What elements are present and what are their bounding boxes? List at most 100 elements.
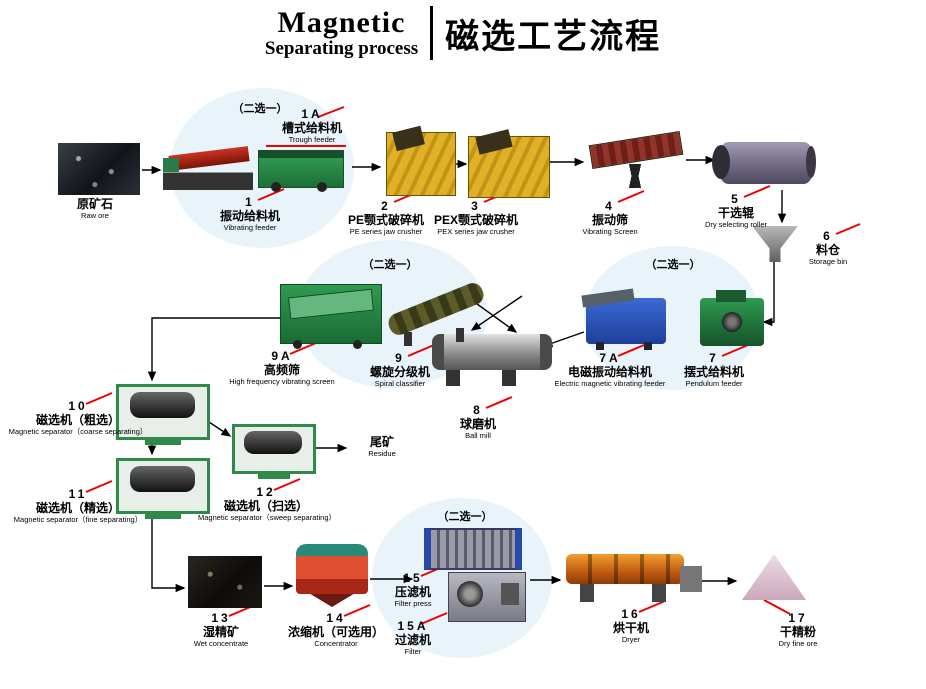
label-zh: 料仓 bbox=[815, 242, 840, 257]
label-zh: 烘干机 bbox=[612, 620, 649, 635]
raw-ore-image bbox=[58, 143, 140, 195]
label-filter: 15A 过滤机 Filter bbox=[368, 619, 458, 656]
label-pex-jaw-crusher: 3 PEX颚式破碎机 PEX series jaw crusher bbox=[418, 199, 534, 236]
label-num: 15 bbox=[403, 571, 423, 585]
title-english: Magnetic Separating process bbox=[265, 7, 418, 58]
label-num: 17 bbox=[788, 611, 808, 625]
label-zh: 磁选机（扫选） bbox=[223, 498, 308, 513]
label-en: Dryer bbox=[621, 634, 641, 644]
label-num: 3 bbox=[471, 199, 481, 213]
label-num: 13 bbox=[211, 611, 231, 625]
label-num: 15A bbox=[397, 619, 429, 633]
label-en: Filter press bbox=[394, 598, 432, 608]
label-num: 8 bbox=[473, 403, 483, 417]
page-title: Magnetic Separating process 磁选工艺流程 bbox=[0, 6, 926, 60]
title-chinese: 磁选工艺流程 bbox=[445, 17, 662, 56]
label-vibrating-screen: 4 振动筛 Vibrating Screen bbox=[558, 199, 662, 236]
filter-image bbox=[448, 572, 526, 622]
label-zh: 高频筛 bbox=[263, 362, 300, 377]
title-english-line2: Separating process bbox=[264, 37, 419, 59]
label-pendulum-feeder: 7 摆式给料机 Pendulum feeder bbox=[664, 351, 764, 388]
title-divider bbox=[430, 6, 434, 60]
label-zh: 振动给料机 bbox=[219, 208, 280, 223]
label-en: Dry selecting roller bbox=[704, 219, 768, 229]
label-en: Pendulum feeder bbox=[685, 378, 743, 388]
pendulum-feeder-image bbox=[700, 290, 764, 346]
label-mag-sep-sweep: 12 磁选机（扫选） Magnetic separator（sweep sepa… bbox=[198, 485, 336, 522]
label-zh: PEX颚式破碎机 bbox=[433, 212, 518, 227]
label-en: Wet concentrate bbox=[193, 638, 249, 648]
label-en: Vibrating Screen bbox=[582, 226, 638, 236]
label-filter-press: 15 压滤机 Filter press bbox=[372, 571, 454, 608]
label-en: Magnetic separator（sweep separating） bbox=[198, 512, 336, 522]
dry-selecting-roller-image bbox=[712, 142, 816, 184]
spiral-classifier-image bbox=[386, 272, 486, 346]
label-num: 9 bbox=[395, 351, 405, 365]
label-en: Dry fine ore bbox=[778, 638, 818, 648]
label-spiral-classifier: 9 螺旋分级机 Spiral classifier bbox=[348, 351, 452, 388]
label-zh: 压滤机 bbox=[394, 584, 431, 599]
label-zh: 螺旋分级机 bbox=[369, 364, 430, 379]
label-en: Magnetic separator（coarse separating） bbox=[8, 426, 148, 436]
vibrating-feeder-image bbox=[163, 148, 253, 190]
label-num: 1 bbox=[245, 195, 255, 209]
pex-jaw-crusher-image bbox=[468, 136, 550, 198]
label-zh: 磁选机（精选） bbox=[35, 500, 120, 515]
filter-press-image bbox=[424, 528, 522, 570]
label-zh: 摆式给料机 bbox=[683, 364, 744, 379]
label-num: 4 bbox=[605, 199, 615, 213]
label-num: 7A bbox=[599, 351, 621, 365]
choice-label-feeders: （二选一） bbox=[232, 103, 288, 115]
label-num: 1A bbox=[301, 107, 323, 121]
label-en: High frequency vibrating screen bbox=[229, 376, 335, 386]
label-em-vibrating-feeder: 7A 电磁振动给料机 Electric magnetic vibrating f… bbox=[540, 351, 680, 388]
label-en: Magnetic separator（fine separating） bbox=[13, 514, 143, 524]
label-ball-mill: 8 球磨机 Ball mill bbox=[428, 403, 528, 440]
label-en: Trough feeder bbox=[288, 134, 336, 144]
label-vibrating-feeder: 1 振动给料机 Vibrating feeder bbox=[195, 195, 305, 232]
label-residue: 尾矿 Residue bbox=[350, 435, 414, 458]
label-num: 11 bbox=[68, 487, 88, 501]
label-zh: 原矿石 bbox=[76, 197, 113, 211]
magnetic-separator-sweep-image bbox=[232, 424, 316, 479]
label-pe-jaw-crusher: 2 PE颚式破碎机 PE series jaw crusher bbox=[330, 199, 442, 236]
choice-label-feeder2: （二选一） bbox=[645, 259, 701, 271]
label-wet-concentrate: 13 湿精矿 Wet concentrate bbox=[166, 611, 276, 648]
label-zh: 振动筛 bbox=[591, 212, 628, 227]
label-dry-fine-ore: 17 干精粉 Dry fine ore bbox=[752, 611, 844, 648]
magnetic-separator-coarse-image bbox=[116, 384, 210, 445]
vibrating-screen-image bbox=[588, 130, 684, 190]
label-num: 10 bbox=[68, 399, 88, 413]
label-zh: PE颚式破碎机 bbox=[347, 212, 424, 227]
dryer-image bbox=[564, 550, 700, 602]
label-en: Ball mill bbox=[465, 430, 491, 440]
label-mag-sep-coarse: 10 磁选机（粗选） Magnetic separator（coarse sep… bbox=[2, 399, 154, 436]
label-num: 12 bbox=[256, 485, 276, 499]
label-trough-feeder: 1A 槽式给料机 Trough feeder bbox=[262, 107, 362, 144]
label-storage-bin: 6 料仓 Storage bin bbox=[788, 229, 868, 266]
label-num: 9A bbox=[271, 349, 293, 363]
choice-label-filter: （二选一） bbox=[437, 511, 493, 523]
label-num: 14 bbox=[326, 611, 346, 625]
label-num: 5 bbox=[731, 192, 741, 206]
pe-jaw-crusher-image bbox=[386, 132, 456, 196]
label-dry-selecting-roller: 5 干选辊 Dry selecting roller bbox=[688, 192, 784, 229]
label-en: Spiral classifier bbox=[374, 378, 426, 388]
label-en: Raw ore bbox=[81, 210, 109, 220]
label-en: Storage bin bbox=[808, 256, 848, 266]
label-num: 2 bbox=[381, 199, 391, 213]
label-num: 6 bbox=[823, 229, 833, 243]
label-en: PEX series jaw crusher bbox=[437, 226, 515, 236]
label-en: Filter bbox=[404, 646, 422, 656]
label-zh: 磁选机（粗选） bbox=[35, 412, 120, 427]
label-hf-screen: 9A 高频筛 High frequency vibrating screen bbox=[212, 349, 352, 386]
label-num: 16 bbox=[621, 607, 641, 621]
title-english-line1: Magnetic bbox=[277, 6, 406, 40]
label-dryer: 16 烘干机 Dryer bbox=[576, 607, 686, 644]
label-en: Vibrating feeder bbox=[223, 222, 277, 232]
label-zh: 湿精矿 bbox=[202, 624, 239, 639]
label-en: Electric magnetic vibrating feeder bbox=[554, 378, 666, 388]
label-en: PE series jaw crusher bbox=[349, 226, 423, 236]
label-zh: 电磁振动给料机 bbox=[567, 364, 652, 379]
label-en: Residue bbox=[368, 448, 396, 458]
